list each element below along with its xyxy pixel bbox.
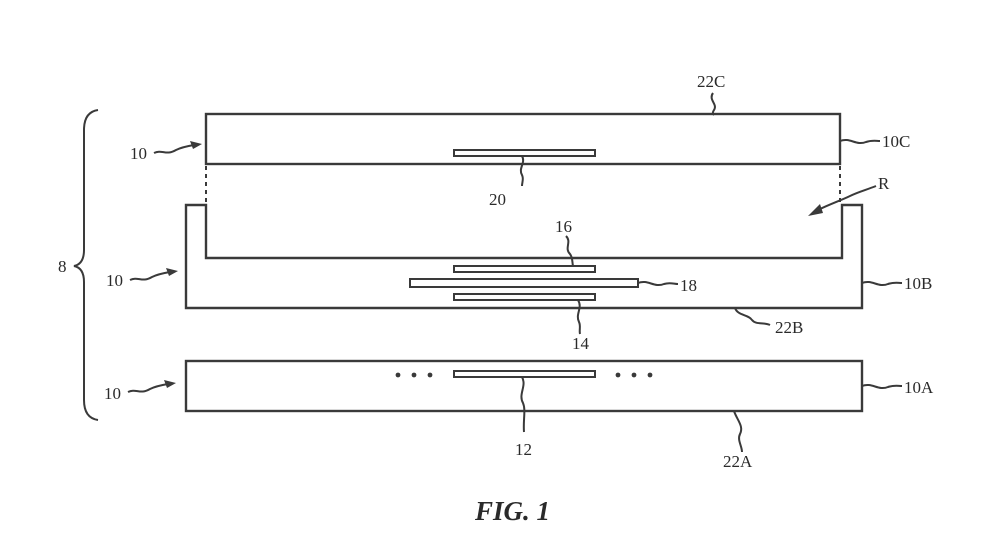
label-16: 16: [555, 217, 572, 236]
component-18: [409, 278, 639, 288]
label-10-top: 10: [130, 144, 147, 163]
arrow-10-mid-line: [129, 271, 171, 281]
ellipsis-dot-right-2: [631, 372, 637, 378]
label-22c: 22C: [697, 72, 725, 91]
arrow-10-bot-line: [127, 383, 169, 393]
leader-20: [519, 155, 525, 187]
leader-16: [565, 235, 574, 267]
label-10b: 10B: [904, 274, 932, 293]
ellipsis-dot-left-2: [411, 372, 417, 378]
device-10b-body: [184, 203, 864, 310]
label-10-mid: 10: [106, 271, 123, 290]
label-20: 20: [489, 190, 506, 209]
ellipsis-dot-right-3: [647, 372, 653, 378]
label-18: 18: [680, 276, 697, 295]
leader-22c: [710, 92, 716, 116]
label-14: 14: [572, 334, 590, 353]
label-22b: 22B: [775, 318, 803, 337]
leader-10c: [839, 139, 881, 144]
label-10a: 10A: [904, 378, 934, 397]
leader-18: [637, 281, 679, 286]
arrow-10-top-line: [153, 144, 195, 154]
label-10c: 10C: [882, 132, 910, 151]
leader-22a: [733, 410, 743, 453]
component-20: [453, 149, 596, 157]
component-14: [453, 293, 596, 301]
group-brace: [73, 109, 99, 421]
arrow-10-mid-head: [166, 268, 178, 276]
label-10-bot: 10: [104, 384, 121, 403]
label-8: 8: [58, 257, 67, 276]
leader-10b: [861, 281, 903, 286]
component-12: [453, 370, 596, 378]
ellipsis-dot-left-3: [427, 372, 433, 378]
arrow-10-bot-head: [164, 380, 176, 388]
figure-caption: FIG. 1: [474, 496, 550, 526]
leader-12: [520, 376, 526, 433]
leader-22b: [734, 307, 771, 326]
arrow-10-top-head: [190, 141, 202, 149]
arrow-r-line: [817, 185, 877, 211]
leader-14: [576, 299, 581, 335]
component-16: [453, 265, 596, 273]
label-r: R: [878, 174, 890, 193]
arrow-r-head: [808, 204, 823, 216]
label-12: 12: [515, 440, 532, 459]
label-22a: 22A: [723, 452, 753, 471]
leader-10a: [861, 384, 903, 389]
ellipsis-dot-left-1: [395, 372, 401, 378]
ellipsis-dot-right-1: [615, 372, 621, 378]
